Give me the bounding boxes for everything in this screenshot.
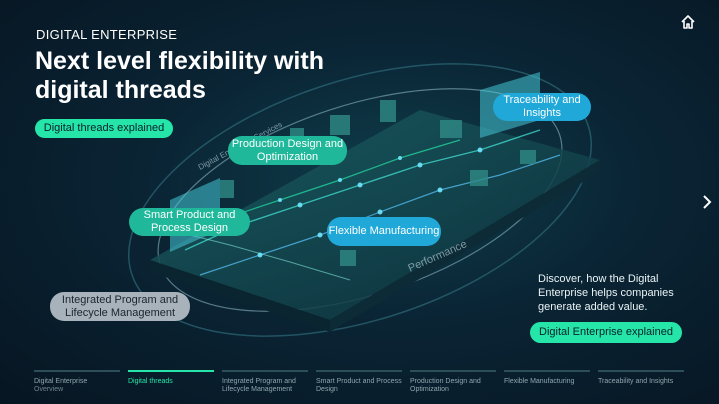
- chevron-right-icon[interactable]: [700, 192, 714, 212]
- nav-item-smart-product[interactable]: Smart Product and Process Design: [316, 370, 402, 394]
- nav-item-integrated-program[interactable]: Integrated Program and Lifecycle Managem…: [222, 370, 308, 394]
- section-eyebrow: DIGITAL ENTERPRISE: [36, 27, 178, 42]
- nav-item-production-design[interactable]: Production Design and Optimization: [410, 370, 496, 394]
- hotspot-integrated-program[interactable]: Integrated Program and Lifecycle Managem…: [50, 292, 190, 321]
- hotspot-production-design[interactable]: Production Design and Optimization: [228, 136, 347, 165]
- cta-text: Discover, how the Digital Enterprise hel…: [538, 273, 674, 313]
- nav-item-flexible-manufacturing[interactable]: Flexible Manufacturing: [504, 370, 590, 386]
- digital-enterprise-explained-button[interactable]: Digital Enterprise explained: [530, 322, 682, 343]
- hotspot-traceability[interactable]: Traceability and Insights: [493, 93, 591, 121]
- digital-threads-explained-button[interactable]: Digital threads explained: [35, 119, 173, 138]
- nav-item-traceability[interactable]: Traceability and Insights: [598, 370, 684, 386]
- page-title: Next level flexibility with digital thre…: [35, 47, 324, 104]
- home-icon[interactable]: [680, 14, 696, 30]
- nav-item-digital-threads[interactable]: Digital threads: [128, 370, 214, 386]
- hotspot-flexible-manufacturing[interactable]: Flexible Manufacturing: [327, 217, 441, 246]
- hotspot-smart-product[interactable]: Smart Product and Process Design: [129, 208, 250, 236]
